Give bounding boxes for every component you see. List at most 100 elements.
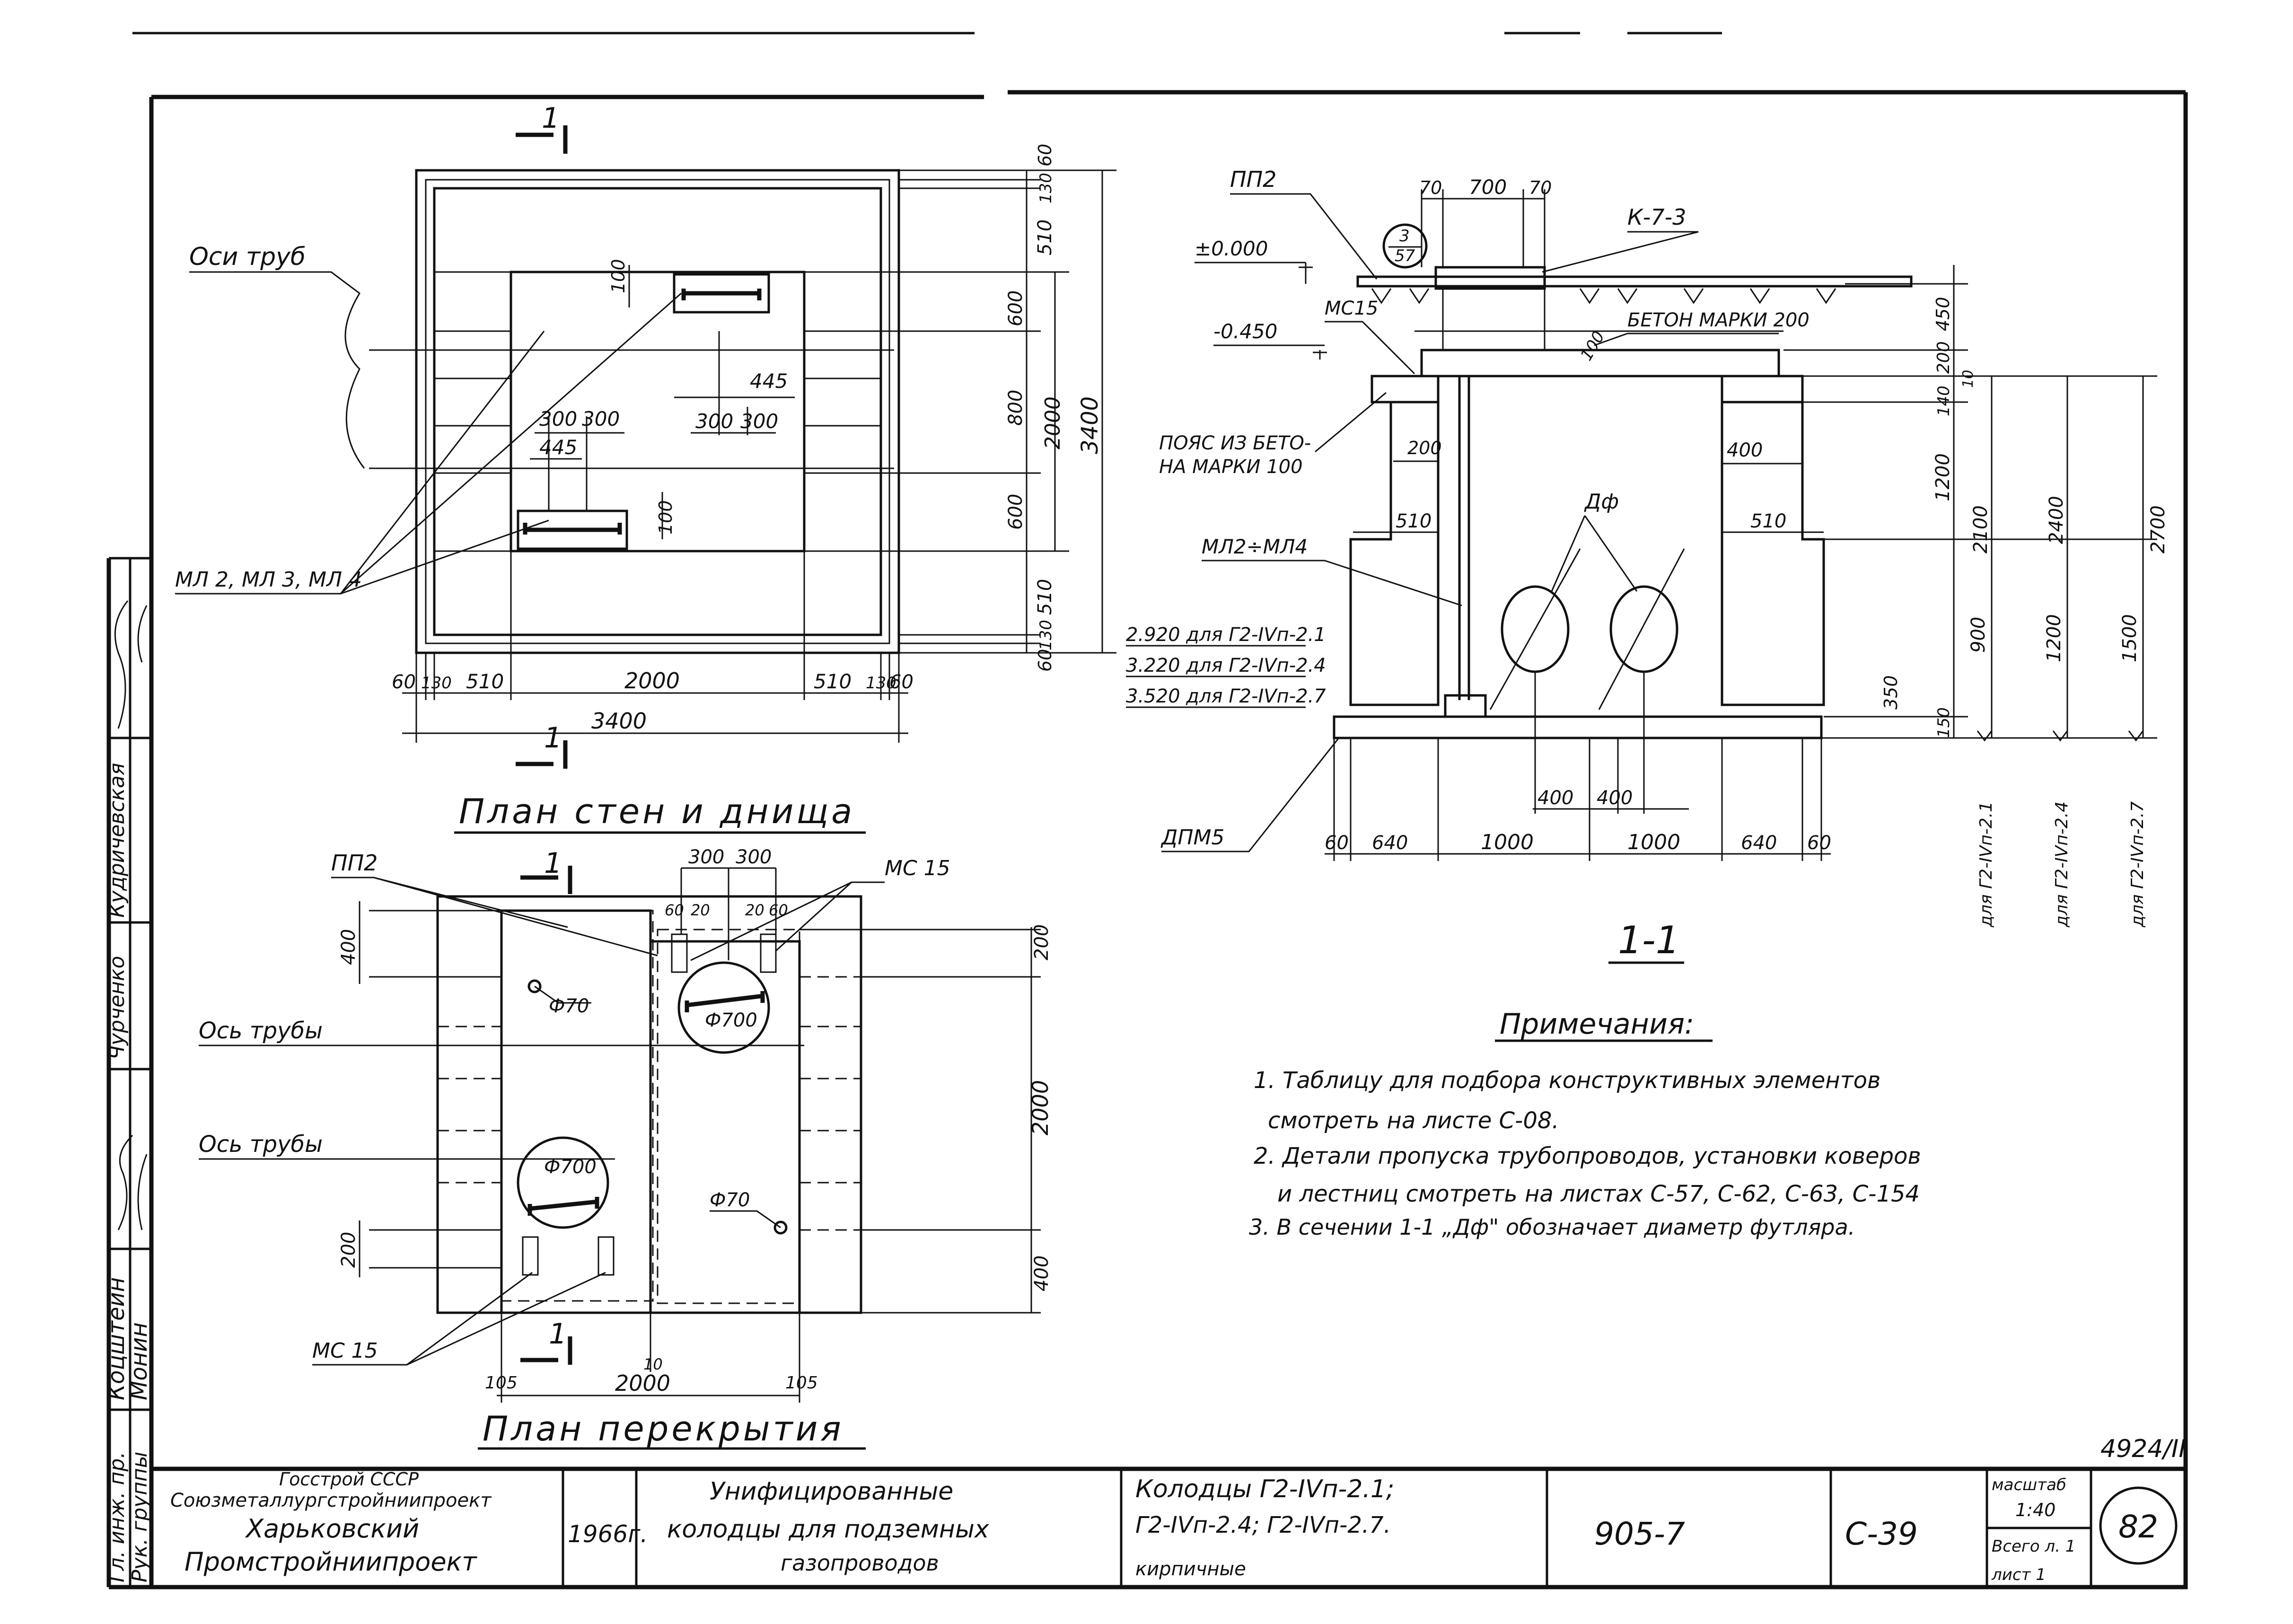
section-rdim-900: 900	[1968, 617, 1989, 653]
name-line-1: Унифицированные	[710, 1477, 953, 1506]
org-line-4: Промстройниипроект	[184, 1547, 477, 1577]
section-pp2-label: ПП2	[1230, 167, 1276, 192]
section-title: 1-1	[1618, 918, 1680, 962]
section-dim-510a: 510	[1396, 510, 1432, 532]
plan-walls-dim-445b: 445	[539, 436, 577, 459]
plan-walls-bdim-510b: 510	[814, 670, 852, 693]
org-line-2: Союзметаллургстройниипроект	[170, 1490, 492, 1511]
plan-walls-bdim-130b: 130	[866, 674, 896, 693]
org-line-3: Харьковский	[245, 1514, 419, 1544]
plan-walls-rdim-2000: 2000	[1041, 396, 1065, 449]
stamp-name-4: Кудричевская	[105, 763, 129, 918]
page-number: 82	[2118, 1509, 2158, 1545]
section-circle-num: 3	[1399, 227, 1410, 246]
plan-cover-dim-105b: 105	[785, 1373, 818, 1393]
plan-cover-section-top: 1	[544, 847, 562, 880]
plan-walls-rdim-130b: 130	[1037, 620, 1055, 650]
notes-line-5: 3. В сечении 1-1 „Дф" обозначает диаметр…	[1249, 1214, 1855, 1240]
plan-cover-pp2-label: ПП2	[331, 850, 378, 876]
section-rdim-2700: 2700	[2147, 505, 2169, 553]
section-dim-100: 100	[1577, 328, 1608, 364]
plan-walls-bdim-60a: 60	[392, 671, 416, 693]
signature-2	[114, 600, 148, 729]
signature-1	[117, 1134, 148, 1230]
plan-cover-phi70a: Ф70	[549, 995, 589, 1017]
plan-cover-dim-2000-v: 2000	[1028, 1080, 1053, 1135]
notes-line-1: 1. Таблицу для подбора конструктивных эл…	[1254, 1067, 1880, 1094]
plan-walls-ml-label: МЛ 2, МЛ 3, МЛ 4	[175, 568, 362, 592]
section-level-3: 3.520 для Г2-IVп-2.7	[1126, 685, 1326, 707]
sheet-code: С-39	[1845, 1516, 1918, 1552]
section-bdim-1000b: 1000	[1627, 830, 1680, 854]
plan-cover-dim-10: 10	[643, 1355, 663, 1373]
section-dim-350: 350	[1880, 675, 1901, 710]
notes: Примечания: 1. Таблицу для подбора конст…	[1249, 1008, 1921, 1240]
stamp-role-1: Гл. инж. пр.	[105, 1452, 129, 1582]
plan-cover-phi700a: Ф700	[705, 1010, 757, 1031]
wells-line-1: Колодцы Г2-IVп-2.1;	[1135, 1475, 1394, 1503]
section-level-1: 2.920 для Г2-IVп-2.1	[1126, 624, 1326, 646]
plan-cover-dim-60a: 60	[665, 901, 684, 919]
page-number-circle	[2099, 1486, 2178, 1565]
section-df-label: Дф	[1584, 490, 1619, 514]
plan-cover-dim-20a: 20	[691, 901, 710, 919]
section-dim-400b: 400	[1597, 787, 1633, 809]
section-rdim-150: 150	[1934, 707, 1953, 738]
plan-cover-axis-label-2: Ось трубы	[199, 1131, 323, 1158]
section-for-label-3: для Г2-IVп-2.7	[2128, 801, 2147, 928]
plan-walls-bdim-510a: 510	[466, 670, 504, 693]
plan-walls-rdim-130a: 130	[1037, 173, 1055, 203]
plan-cover-mc15-top-label: МС 15	[885, 856, 950, 880]
section-bdim-1000a: 1000	[1481, 830, 1534, 854]
total-sheets: Всего л. 1	[1992, 1537, 2075, 1556]
section-detail-circle	[1382, 223, 1428, 269]
section-bdim-640a: 640	[1372, 832, 1408, 854]
plan-cover-axis-label-1: Ось трубы	[199, 1018, 323, 1044]
plan-walls-rdim-60b: 60	[1035, 649, 1055, 672]
section-belt-label-2: НА МАРКИ 100	[1159, 456, 1303, 478]
plan-walls-rdim-60a: 60	[1035, 144, 1055, 167]
plan-walls-rdim-600a: 600	[1005, 290, 1027, 326]
section-dpm5-label: ДПМ5	[1160, 825, 1224, 850]
section-for-label-2: для Г2-IVп-2.4	[2052, 801, 2072, 928]
plan-cover-mc15-bottom-label: МС 15	[312, 1339, 378, 1363]
stamp-name-1: Коцштейн	[103, 1277, 130, 1400]
sheet-frame	[106, 90, 2188, 1589]
section-bdim-60b: 60	[1807, 832, 1831, 854]
section-dim-510b: 510	[1750, 510, 1786, 532]
section-level-2: 3.220 для Г2-IVп-2.4	[1126, 655, 1326, 676]
sheet-number: лист 1	[1991, 1565, 2046, 1584]
plan-cover-phi70b: Ф70	[710, 1189, 750, 1211]
plan-walls-title: План стен и днища	[459, 791, 855, 831]
notes-heading: Примечания:	[1500, 1008, 1694, 1041]
section-bdim-640b: 640	[1741, 832, 1777, 854]
section-dim-400a: 400	[1537, 787, 1573, 809]
year: 1966г.	[568, 1520, 648, 1548]
section-1-1: 1-1 ПП2 К-7-3 3 57 ±0.000 -0.450 МС15 БЕ…	[1126, 167, 2169, 964]
plan-walls-dim-300a: 300	[539, 407, 577, 430]
plan-cover-dim-60b: 60	[769, 901, 788, 919]
title-block: 4924/II Госстрой СССР Союзметаллургстрой…	[149, 1435, 2188, 1589]
plan-walls-rdim-800: 800	[1005, 390, 1027, 426]
plan-walls-pipe-axes-label: Оси труб	[189, 243, 306, 271]
section-mc15-label: МС15	[1325, 298, 1378, 319]
stamp-role-2: Рук. группы	[128, 1452, 152, 1582]
plan-cover-dim-400-right: 400	[1031, 1255, 1053, 1291]
section-bdim-60a: 60	[1325, 832, 1349, 854]
series-number: 905-7	[1594, 1516, 1685, 1552]
plan-cover-dim-105a: 105	[485, 1373, 518, 1393]
album-number: 4924/II	[2100, 1435, 2186, 1463]
section-dim-400: 400	[1727, 439, 1763, 461]
plan-cover-phi700b: Ф700	[544, 1156, 597, 1178]
plan-cover: Ось трубы Ось трубы 1 1 ПП2 МС 15 МС 15 …	[199, 846, 1053, 1450]
plan-cover-dim-20b: 20	[745, 901, 764, 919]
plan-walls-rdim-510a: 510	[1034, 219, 1056, 255]
plan-walls-rdim-600b: 600	[1005, 494, 1027, 530]
plan-walls-section-bottom: 1	[544, 721, 562, 755]
plan-cover-dim-2000-h: 2000	[615, 1370, 670, 1396]
plan-walls-dim-100a: 100	[608, 259, 629, 293]
plan-cover-dim-200-right: 200	[1031, 924, 1053, 960]
section-circle-den: 57	[1395, 246, 1415, 265]
plan-walls-section-top: 1	[542, 102, 560, 135]
